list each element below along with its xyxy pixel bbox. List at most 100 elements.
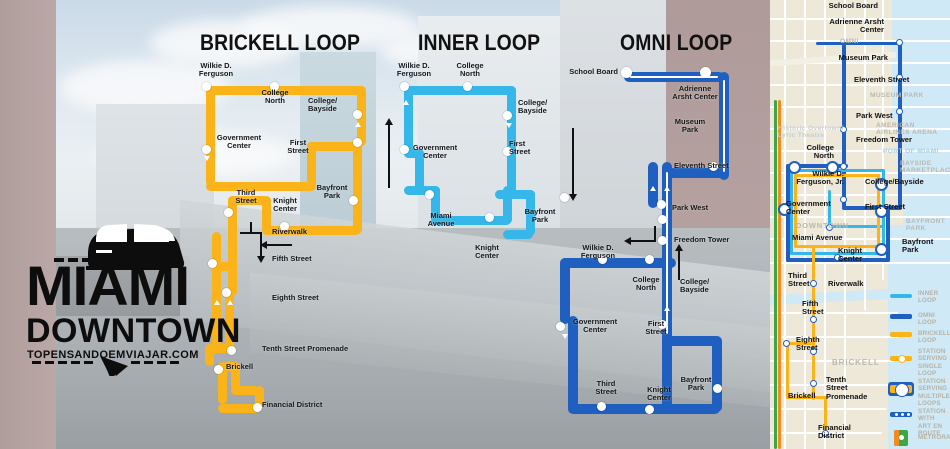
station-marker (400, 145, 409, 154)
route-segment (206, 86, 215, 186)
legend-label-metrorail: METRORAIL (918, 434, 950, 441)
map-label-miami-avenue: Miami Avenue (792, 233, 843, 242)
dash-rule-top (54, 258, 134, 262)
label-wilkie-ferguson: Wilkie D. Ferguson (184, 61, 248, 79)
route-segment (228, 196, 237, 296)
pointer-line (266, 244, 292, 246)
multi-loop-station-dot (895, 383, 909, 397)
route-segment (404, 186, 440, 195)
route-segment (212, 232, 221, 328)
label-brickell: Brickell (226, 362, 254, 371)
station-marker (485, 213, 494, 222)
map-station-multi (788, 161, 801, 174)
logo-artwork (32, 224, 185, 382)
station-marker (280, 222, 289, 231)
omni-loop-swatch (890, 314, 912, 319)
route-segment (307, 142, 362, 151)
map-street (770, 360, 894, 362)
map-station (822, 430, 829, 437)
map-station (810, 380, 817, 387)
station-marker (270, 82, 279, 91)
label-wilkie-ferguson: Wilkie D.Ferguson (396, 61, 432, 79)
route-segment (212, 290, 221, 348)
map-label-eleventh-street: Eleventh Street (854, 75, 910, 84)
route-segment (262, 226, 360, 235)
station-marker (645, 255, 654, 264)
route-segment (231, 362, 240, 390)
map-brickell-line (794, 174, 797, 248)
route-segment (568, 316, 578, 412)
logo-url[interactable]: TOPENSANDOEMVIAJAR.COM (27, 349, 199, 361)
map-station (840, 196, 847, 203)
map-label-school-board: School Board (828, 1, 878, 10)
art-dot (907, 413, 910, 416)
miami-downtown-logo: MIAMI DOWNTOWN TOPENSANDOEMVIAJAR.COM (16, 196, 240, 382)
station-marker (214, 365, 223, 374)
map-street (770, 62, 950, 64)
art-dot (901, 413, 904, 416)
route-segment (225, 290, 234, 350)
label-school-board: School Board (569, 67, 618, 76)
concrete-pillar (0, 0, 56, 449)
map-district-brickell: BRICKELL (832, 358, 880, 367)
map-station (810, 280, 817, 287)
map-label-park-west: Park West (856, 111, 893, 120)
direction-arrow-up-icon (355, 122, 361, 127)
map-street (770, 18, 950, 20)
direction-arrow-down-icon (562, 334, 568, 339)
route-segment (712, 336, 722, 412)
map-label-college-bayside: College/Bayside (865, 177, 924, 186)
map-street (770, 128, 950, 130)
map-district-omni: OMNI (840, 38, 859, 45)
route-segment (415, 149, 424, 191)
station-marker (353, 110, 362, 119)
single-loop-station-dot (898, 355, 906, 363)
station-marker (224, 208, 233, 217)
map-station-multi (875, 205, 888, 218)
route-segment (404, 86, 516, 95)
station-marker (202, 145, 211, 154)
route-segment (255, 386, 264, 408)
label-park-west: Park West (672, 203, 709, 212)
map-street (824, 0, 826, 449)
direction-arrow-up-icon (664, 186, 670, 191)
station-marker (658, 236, 667, 245)
map-brickell-line (812, 290, 815, 400)
route-segment (206, 182, 316, 191)
inner-loop-title: INNER LOOP (418, 30, 541, 55)
metrorail-orange-line (778, 100, 781, 449)
map-label-riverwalk: Riverwalk (828, 279, 864, 288)
pointer-arrow-icon (624, 237, 631, 245)
route-segment (404, 86, 413, 158)
map-station (826, 224, 833, 231)
map-street (770, 106, 950, 108)
map-street (844, 0, 846, 449)
map-omni-line (816, 42, 902, 45)
station-marker (349, 196, 358, 205)
map-omni-line (786, 164, 848, 168)
